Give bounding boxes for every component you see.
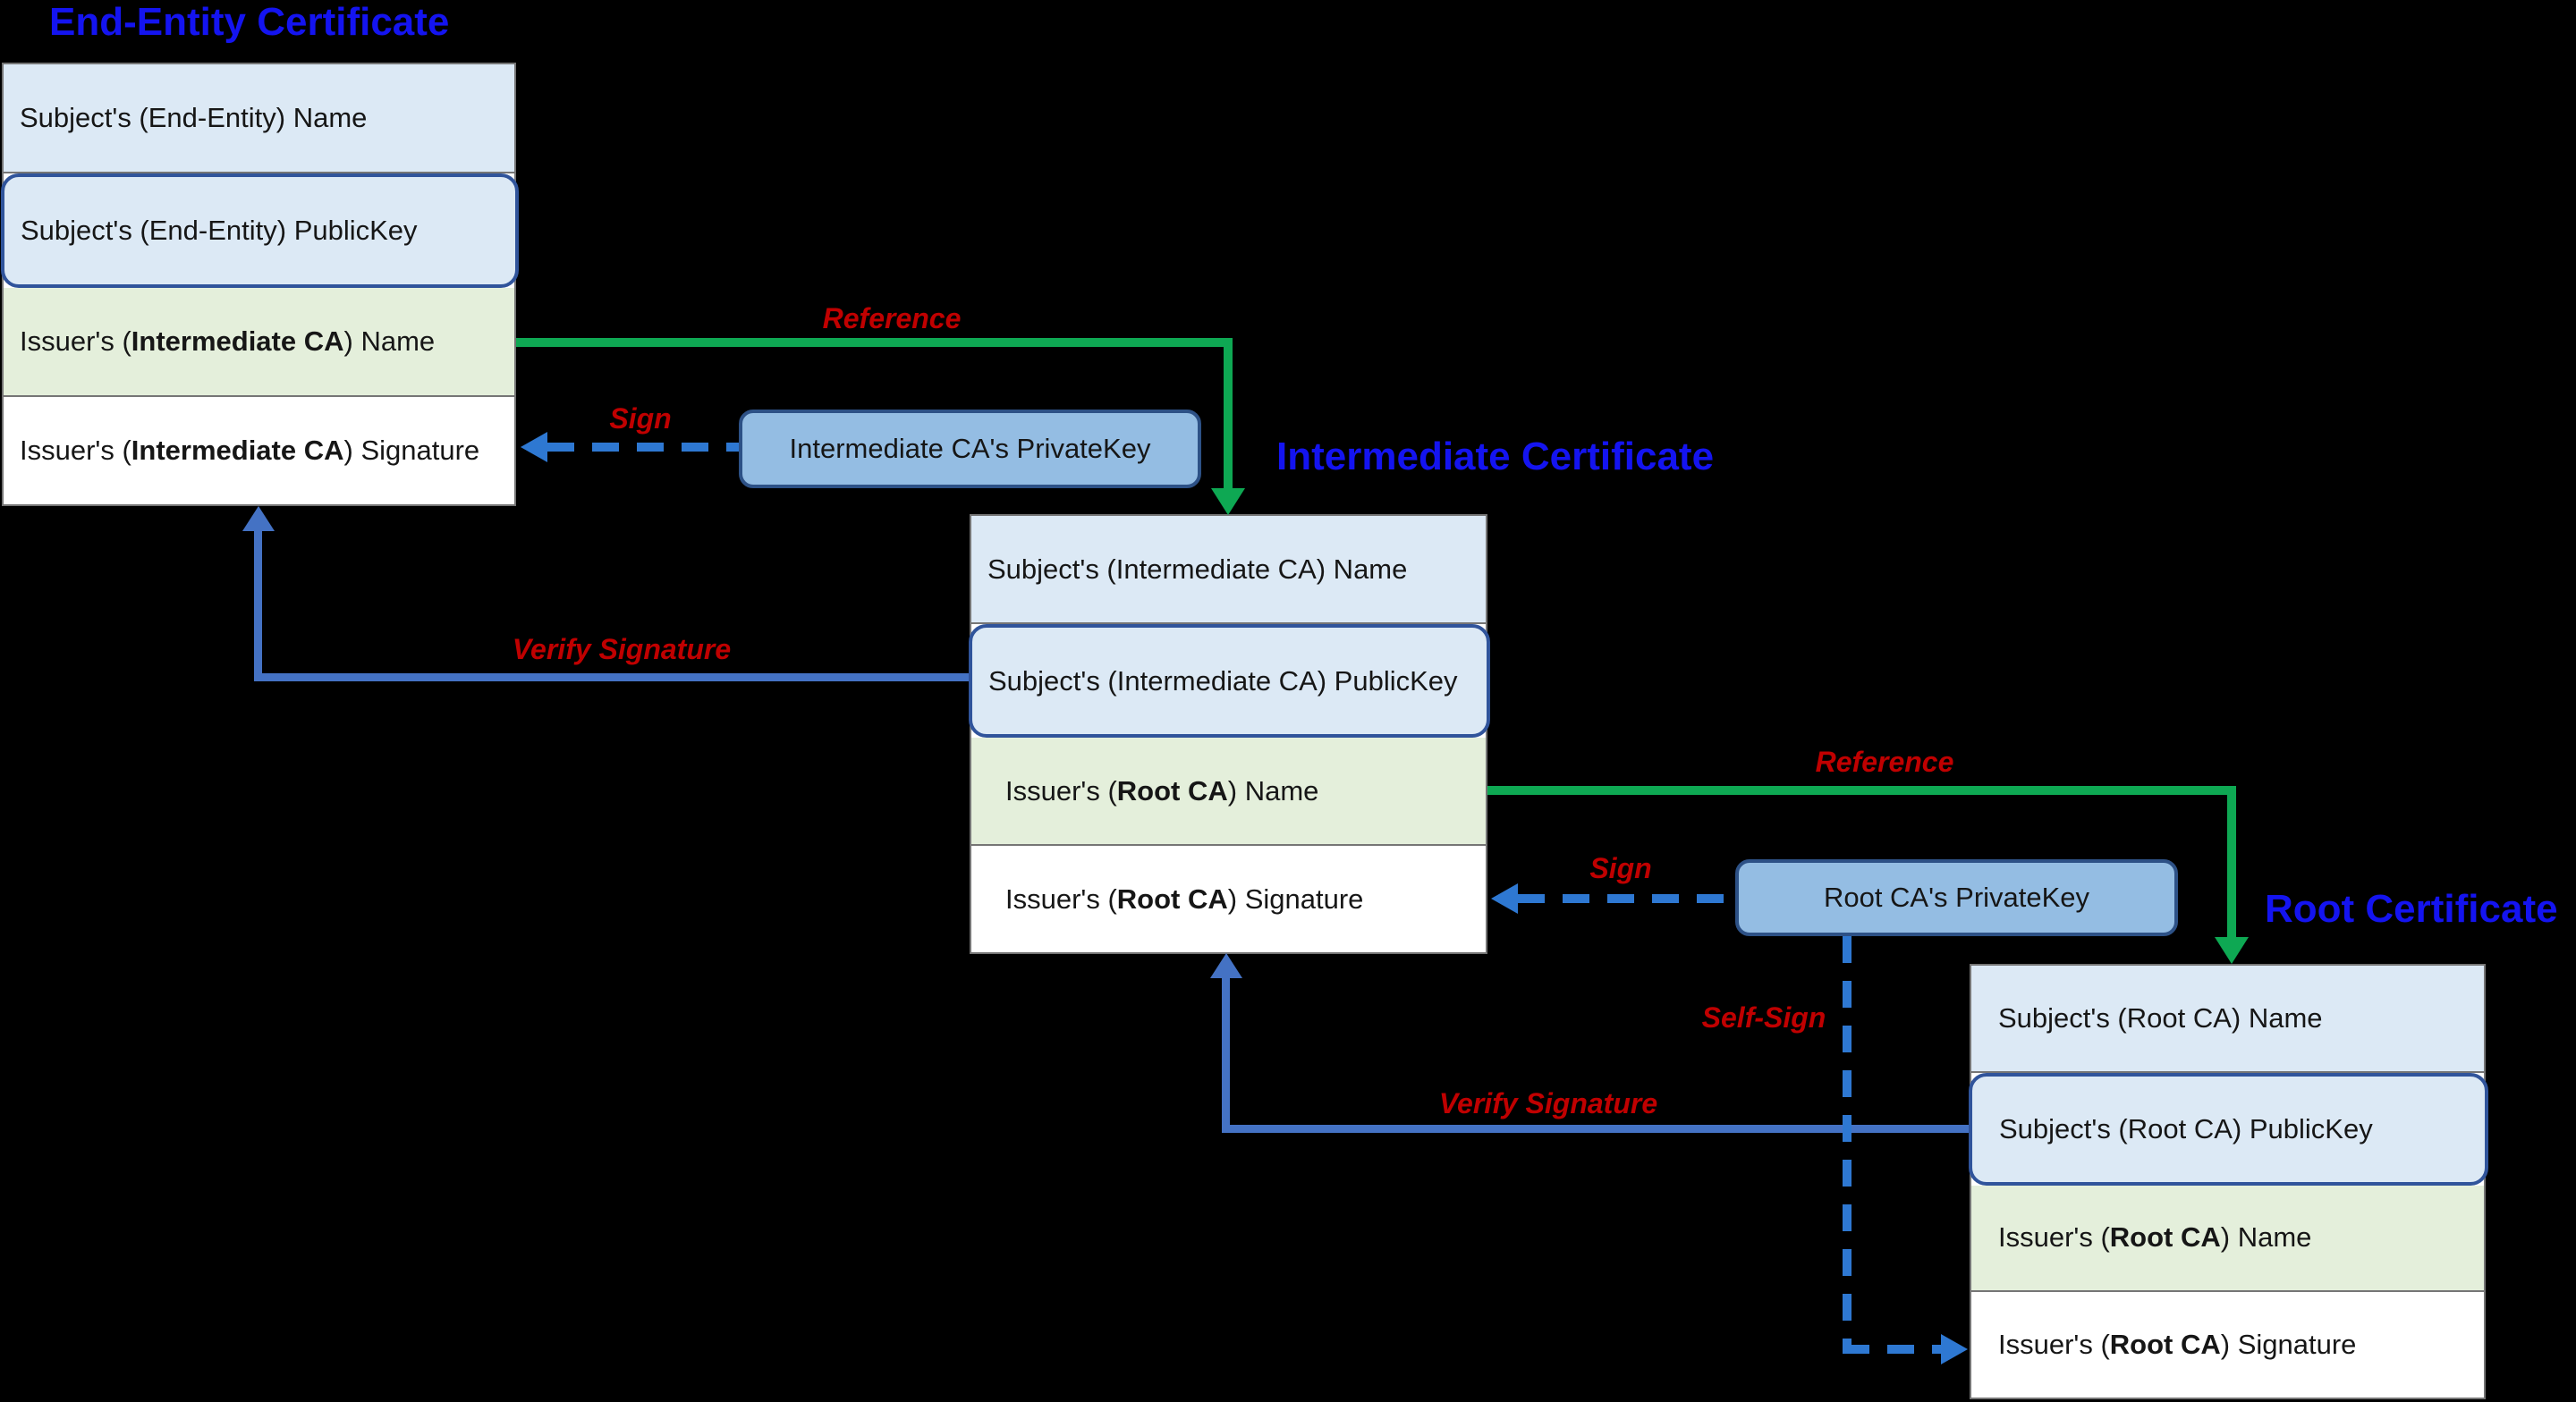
- row-text: ) Signature: [2220, 1329, 2357, 1361]
- intermediate-issuer-signature-row: Issuer's (Root CA) Signature: [971, 846, 1486, 952]
- verify-signature-label-2: Verify Signature: [1438, 1087, 1658, 1119]
- row-text-bold: Root CA: [2109, 1221, 2221, 1254]
- verify-signature-arrow-1-horizontal: [254, 673, 970, 681]
- root-certificate-title: Root Certificate: [2265, 887, 2558, 931]
- end-entity-issuer-name-row: Issuer's (Intermediate CA) Name: [4, 288, 514, 397]
- row-text-bold: Root CA: [1116, 774, 1228, 807]
- verify-signature-label-1: Verify Signature: [512, 633, 732, 665]
- verify-signature-arrow-2-horizontal: [1222, 1125, 1970, 1133]
- sign-label-2: Sign: [1589, 852, 1652, 884]
- row-text: Subject's (Intermediate CA) PublicKey: [988, 664, 1458, 697]
- end-entity-certificate-title: End-Entity Certificate: [49, 0, 450, 44]
- end-entity-certificate-box: Subject's (End-Entity) Name Subject's (E…: [1, 63, 519, 506]
- reference-arrow-2-horizontal: [1487, 786, 2236, 795]
- root-certificate-box: Subject's (Root CA) Name Subject's (Root…: [1969, 964, 2488, 1399]
- root-issuer-signature-row: Issuer's (Root CA) Signature: [1971, 1292, 2484, 1398]
- row-text: Issuer's (: [20, 435, 131, 466]
- end-entity-issuer-signature-row: Issuer's (Intermediate CA) Signature: [4, 397, 514, 504]
- verify-signature-arrow-1-arrowhead-icon: [242, 506, 275, 531]
- end-entity-subject-name-row: Subject's (End-Entity) Name: [4, 64, 514, 173]
- reference-arrow-2-arrowhead-icon: [2215, 937, 2249, 964]
- row-text-bold: Intermediate CA: [131, 325, 344, 357]
- intermediate-issuer-name-row: Issuer's (Root CA) Name: [971, 738, 1486, 846]
- root-subject-name-row: Subject's (Root CA) Name: [1971, 966, 2484, 1073]
- row-text-bold: Root CA: [2109, 1329, 2221, 1361]
- end-entity-subject-publickey-row: Subject's (End-Entity) PublicKey: [1, 173, 519, 288]
- row-text: Subject's (End-Entity) Name: [20, 102, 368, 133]
- sign-arrow-2-horizontal: [1518, 894, 1735, 903]
- self-sign-arrow-arrowhead-icon: [1941, 1334, 1968, 1364]
- row-text: Issuer's (: [1998, 1329, 2110, 1361]
- row-text: Subject's (End-Entity) PublicKey: [21, 215, 418, 246]
- sign-label-1: Sign: [609, 402, 672, 435]
- verify-signature-arrow-1-vertical: [254, 529, 262, 681]
- intermediate-certificate-title: Intermediate Certificate: [1276, 435, 1715, 478]
- row-text: ) Name: [2220, 1221, 2312, 1254]
- self-sign-arrow-vertical: [1843, 936, 1852, 1345]
- reference-arrow-1-vertical: [1224, 338, 1233, 492]
- row-text: ) Name: [343, 325, 436, 357]
- root-issuer-name-row: Issuer's (Root CA) Name: [1971, 1185, 2484, 1293]
- row-text: Subject's (Root CA) Name: [1998, 1001, 2323, 1034]
- row-text: ) Name: [1227, 774, 1319, 807]
- intermediate-subject-publickey-row: Subject's (Intermediate CA) PublicKey: [969, 624, 1490, 738]
- row-text: Issuer's (: [1998, 1221, 2110, 1254]
- row-text: ) Signature: [343, 435, 480, 466]
- intermediate-certificate-box: Subject's (Intermediate CA) Name Subject…: [969, 514, 1490, 954]
- row-text: Issuer's (: [1005, 774, 1117, 807]
- sign-arrow-1-arrowhead-icon: [521, 432, 547, 462]
- sign-arrow-2-arrowhead-icon: [1491, 883, 1518, 914]
- row-text: Subject's (Root CA) PublicKey: [1999, 1112, 2373, 1144]
- reference-label-1: Reference: [822, 302, 962, 334]
- reference-arrow-1-horizontal: [516, 338, 1233, 347]
- intermediate-ca-privatekey-box: Intermediate CA's PrivateKey: [739, 410, 1201, 488]
- intermediate-subject-name-row: Subject's (Intermediate CA) Name: [971, 516, 1486, 624]
- verify-signature-arrow-2-arrowhead-icon: [1210, 953, 1242, 978]
- row-text: ) Signature: [1227, 883, 1364, 915]
- row-text-bold: Intermediate CA: [131, 435, 344, 466]
- row-text: Issuer's (: [20, 325, 131, 357]
- self-sign-arrow-horizontal: [1843, 1345, 1945, 1354]
- reference-arrow-2-vertical: [2227, 786, 2236, 939]
- row-text: Subject's (Intermediate CA) Name: [987, 553, 1408, 585]
- self-sign-label: Self-Sign: [1701, 1001, 1826, 1034]
- sign-arrow-1-horizontal: [547, 443, 739, 452]
- reference-arrow-1-arrowhead-icon: [1211, 488, 1245, 515]
- row-text: Issuer's (: [1005, 883, 1117, 915]
- root-ca-privatekey-box: Root CA's PrivateKey: [1735, 859, 2178, 936]
- reference-label-2: Reference: [1815, 746, 1954, 778]
- root-subject-publickey-row: Subject's (Root CA) PublicKey: [1969, 1072, 2488, 1186]
- verify-signature-arrow-2-vertical: [1222, 976, 1230, 1130]
- row-text-bold: Root CA: [1116, 883, 1228, 915]
